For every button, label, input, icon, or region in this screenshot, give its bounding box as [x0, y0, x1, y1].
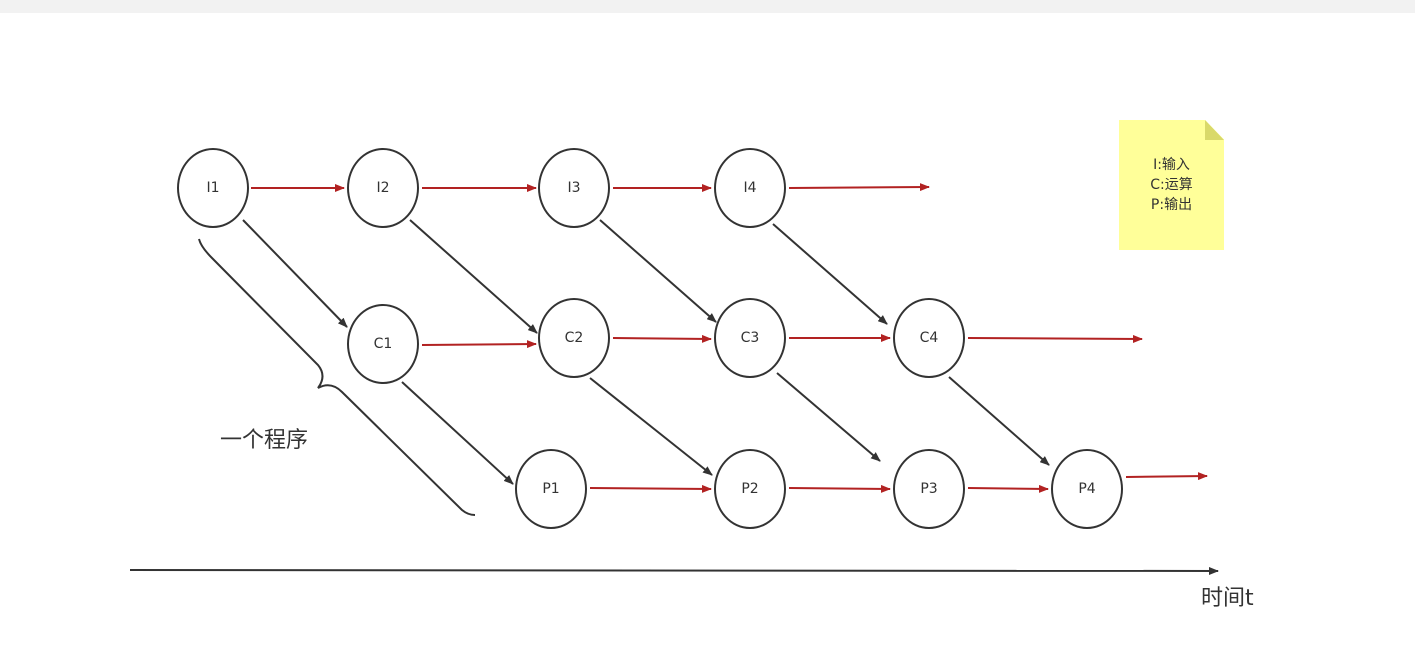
time-axis-label: 时间t [1201, 586, 1254, 611]
edge-c4-p4 [948, 376, 1050, 466]
node-i1: I1 [177, 148, 249, 228]
node-p3: P3 [893, 449, 965, 529]
time-axis [129, 566, 1219, 575]
edge-c4-out [967, 334, 1143, 343]
edge-p3-p4 [967, 484, 1049, 493]
legend-input: I:输入 [1153, 157, 1190, 173]
edge-c2-p2 [589, 377, 713, 476]
edge-c2-c3 [612, 334, 712, 343]
node-p4: P4 [1051, 449, 1123, 529]
edge-i1-c1 [242, 219, 348, 328]
legend-output: P:输出 [1150, 197, 1193, 213]
edge-i3-c3 [599, 219, 717, 323]
edge-c3-p3 [776, 372, 881, 462]
node-c3: C3 [714, 298, 786, 378]
node-i4: I4 [714, 148, 786, 228]
edge-p1-p2 [589, 484, 712, 493]
edge-c1-c2 [421, 340, 537, 349]
node-c1: C1 [347, 304, 419, 384]
legend-note: I:输入 C:运算 P:输出 [1119, 120, 1224, 250]
program-brace [198, 238, 476, 516]
node-c4: C4 [893, 298, 965, 378]
edge-i4-c4 [772, 223, 888, 325]
legend-compute: C:运算 [1150, 177, 1193, 193]
node-c2: C2 [538, 298, 610, 378]
node-p1: P1 [515, 449, 587, 529]
edge-p2-p3 [788, 484, 891, 493]
edge-p4-out [1125, 472, 1208, 481]
node-p2: P2 [714, 449, 786, 529]
node-i3: I3 [538, 148, 610, 228]
edge-i4-out [788, 183, 930, 192]
edge-i2-c2 [409, 219, 538, 334]
program-label: 一个程序 [220, 428, 309, 453]
edge-c1-p1 [401, 381, 514, 485]
node-i2: I2 [347, 148, 419, 228]
top-bar [0, 0, 1415, 13]
